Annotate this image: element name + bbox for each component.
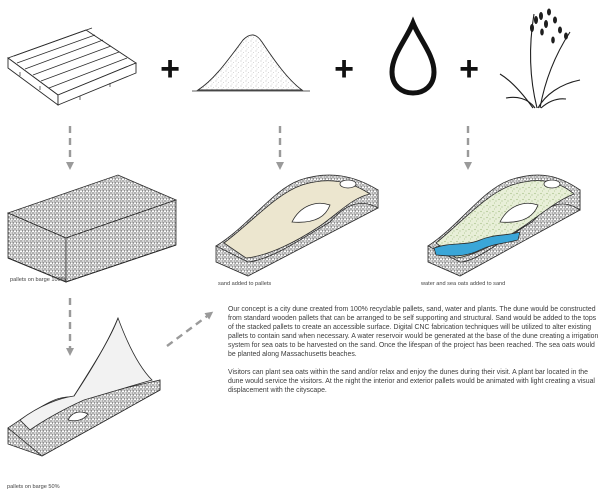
arrow-diagonal [166, 311, 214, 347]
water-drop-icon [389, 16, 437, 96]
plus-signs: + + + [160, 50, 479, 88]
caption-barge-100: pallets on barge 100% [10, 277, 66, 283]
caption-sand-added: sand added to pallets [218, 281, 272, 287]
concept-description: Our concept is a city dune created from … [228, 305, 600, 403]
caption-barge-50: pallets on barge 50% [7, 484, 60, 490]
description-paragraph-1: Our concept is a city dune created from … [228, 306, 599, 359]
sand-pile-icon [192, 34, 310, 92]
dune-barge-50-model [7, 316, 161, 457]
plus-sign-2: + [334, 50, 354, 88]
plus-sign-1: + [160, 50, 180, 88]
pallet-icon [7, 27, 137, 106]
description-paragraph-2: Visitors can plant sea oats within the s… [228, 368, 595, 394]
flow-arrows [66, 126, 472, 356]
pallet-block-100 [6, 174, 178, 283]
dune-sand-model [215, 174, 379, 277]
caption-water-oats: water and sea oats added to sand [421, 281, 506, 287]
sea-oats-icon [499, 8, 581, 109]
plus-sign-3: + [459, 50, 479, 88]
dune-water-oats-model [427, 174, 581, 277]
